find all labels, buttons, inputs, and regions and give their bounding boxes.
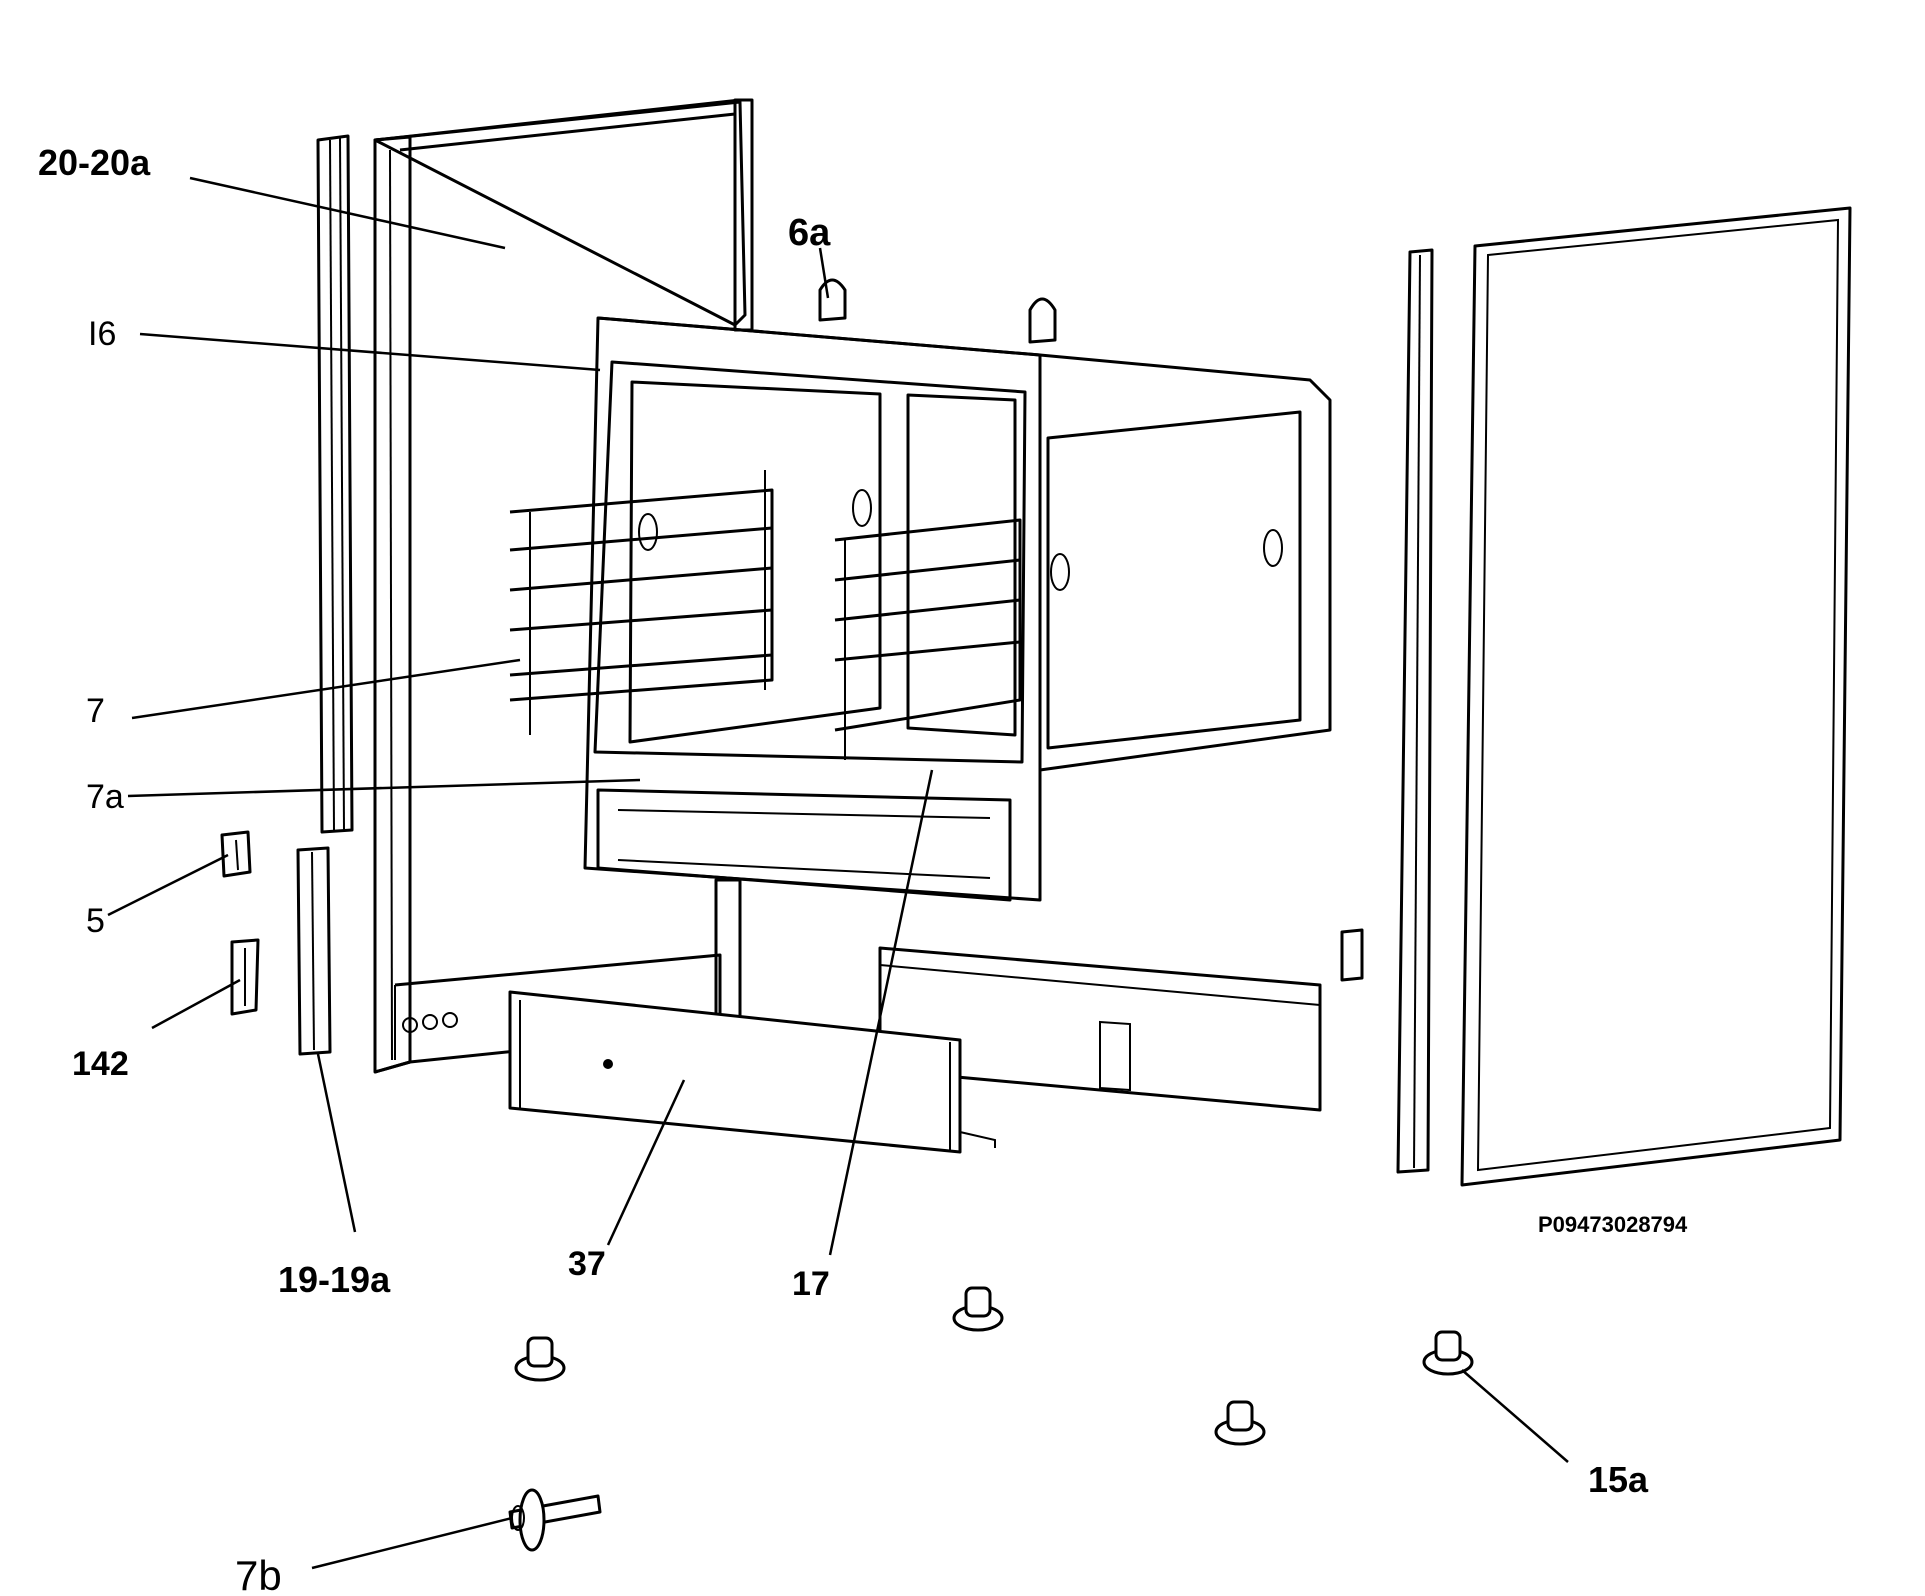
oven-shelf-left bbox=[509, 470, 774, 735]
right-side-rail bbox=[1396, 248, 1434, 1174]
clip-part-142 bbox=[230, 938, 260, 1016]
foot-1 bbox=[514, 1336, 566, 1382]
foot-4 bbox=[1422, 1330, 1474, 1376]
kick-plate bbox=[508, 990, 996, 1154]
label-15a: 15a bbox=[1588, 1459, 1649, 1500]
label-142: 142 bbox=[72, 1045, 129, 1083]
oven-shelf-right bbox=[834, 518, 1022, 760]
clip-part-5 bbox=[220, 830, 252, 878]
label-20-20a: 20-20a bbox=[38, 142, 151, 183]
reference-code: P09473028794 bbox=[1538, 1212, 1688, 1237]
label-19-19a: 19-19a bbox=[278, 1259, 391, 1300]
label-7: 7 bbox=[86, 692, 105, 730]
hinge-clip-left bbox=[818, 278, 847, 322]
label-16: I6 bbox=[88, 315, 116, 353]
label-7a: 7a bbox=[86, 778, 124, 816]
left-side-rail bbox=[296, 134, 354, 1056]
right-side-panel bbox=[1460, 206, 1852, 1187]
hinge-clip-right bbox=[1028, 297, 1057, 344]
label-6a: 6a bbox=[788, 212, 831, 254]
leader-lines bbox=[107, 176, 1569, 1570]
label-5: 5 bbox=[86, 902, 105, 940]
label-7b: 7b bbox=[235, 1552, 282, 1596]
foot-2 bbox=[952, 1286, 1004, 1332]
rear-crossbar bbox=[878, 946, 1322, 1112]
label-37: 37 bbox=[568, 1245, 606, 1283]
label-17: 17 bbox=[792, 1265, 830, 1303]
foot-3 bbox=[1214, 1400, 1266, 1446]
rack-pin bbox=[508, 1488, 602, 1552]
oven-cavity-front-frame bbox=[583, 316, 1332, 902]
clip-part-right bbox=[1340, 928, 1364, 982]
